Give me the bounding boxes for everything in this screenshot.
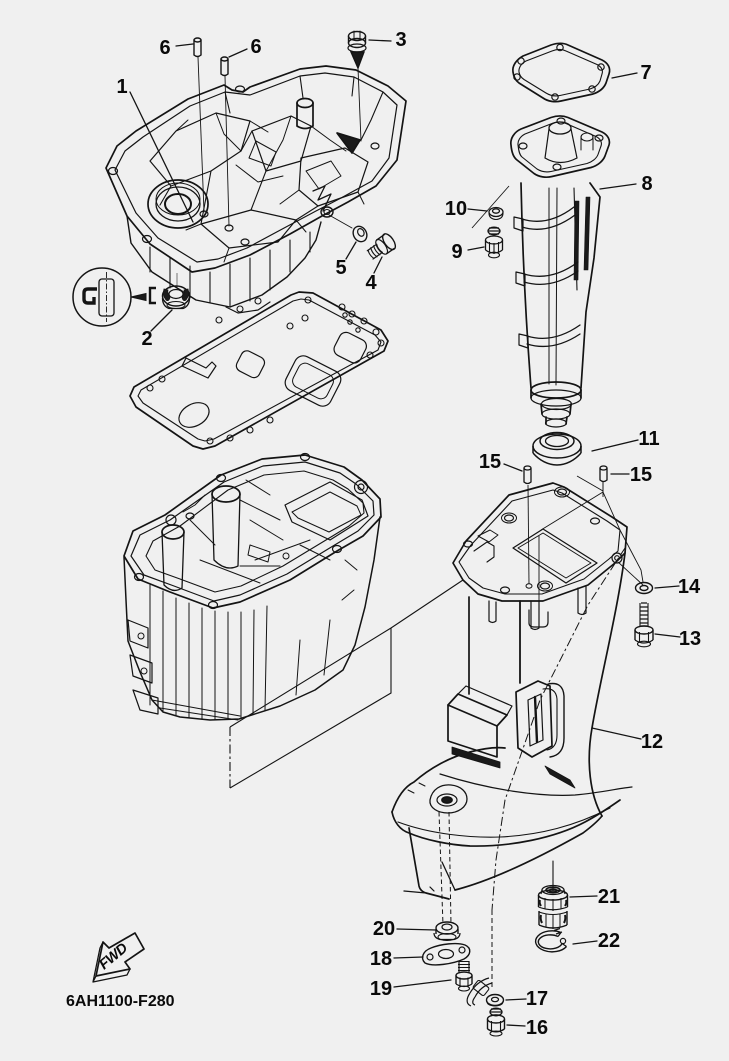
svg-text:4: 4 <box>365 272 377 294</box>
svg-text:8: 8 <box>641 173 652 195</box>
svg-text:18: 18 <box>370 948 392 970</box>
svg-text:20: 20 <box>373 918 395 940</box>
svg-text:10: 10 <box>445 198 467 220</box>
svg-text:6: 6 <box>159 37 170 59</box>
svg-text:6: 6 <box>250 36 261 58</box>
svg-text:14: 14 <box>678 576 701 598</box>
svg-text:2: 2 <box>141 328 152 350</box>
svg-text:1: 1 <box>116 76 127 98</box>
svg-text:13: 13 <box>679 628 701 650</box>
svg-text:15: 15 <box>479 451 501 473</box>
svg-text:15: 15 <box>630 464 652 486</box>
svg-text:22: 22 <box>598 930 620 952</box>
svg-text:7: 7 <box>640 62 651 84</box>
svg-text:12: 12 <box>641 731 663 753</box>
svg-text:17: 17 <box>526 988 548 1010</box>
svg-text:5: 5 <box>335 257 346 279</box>
svg-text:21: 21 <box>598 886 620 908</box>
svg-text:11: 11 <box>638 428 659 450</box>
svg-text:19: 19 <box>370 978 392 1000</box>
svg-text:6AH1100-F280: 6AH1100-F280 <box>66 993 175 1010</box>
svg-text:3: 3 <box>395 29 406 51</box>
svg-text:16: 16 <box>526 1017 548 1039</box>
svg-text:9: 9 <box>451 241 462 263</box>
